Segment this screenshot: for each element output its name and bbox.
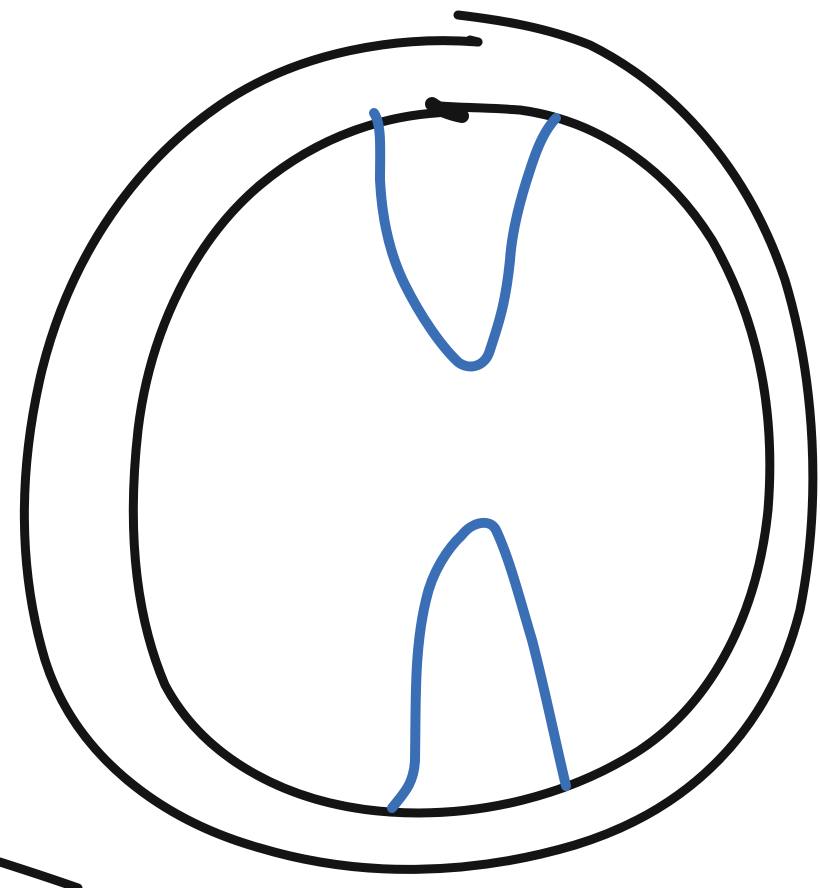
- inner-loop-stroke: [133, 106, 769, 813]
- lower-arch-stroke: [392, 523, 566, 808]
- upper-v-stroke: [374, 113, 556, 366]
- outer-loop-tail-stroke: [470, 40, 478, 42]
- corner-arc-stroke: [0, 862, 78, 888]
